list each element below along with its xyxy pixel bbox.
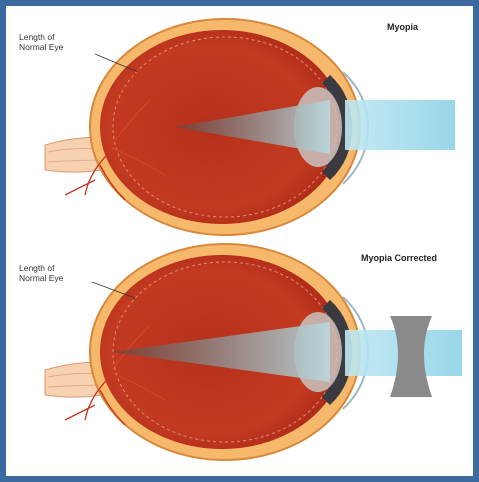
length-label-top: Length of Normal Eye [19,32,63,52]
light-beam [345,100,455,150]
length-label-bottom: Length of Normal Eye [19,263,63,283]
diagram-title-myopia: Myopia [387,22,418,32]
corrected-eye [45,244,462,460]
diagram-title-myopia-corrected: Myopia Corrected [361,253,437,263]
myopia-eye [45,19,455,235]
